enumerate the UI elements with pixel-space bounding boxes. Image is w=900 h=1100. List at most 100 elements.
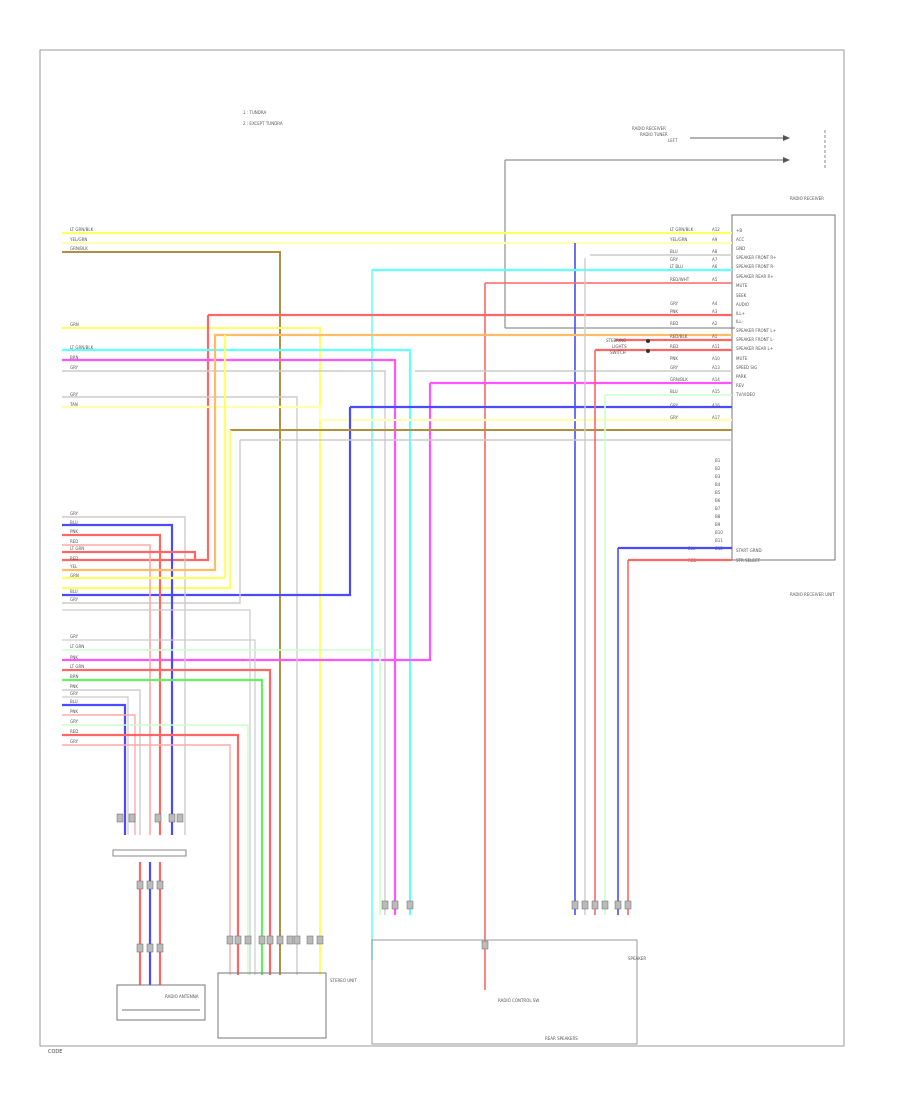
left-lower-label-2: PNK (70, 529, 78, 534)
connector-pin-24 (571, 900, 579, 910)
connector-pin-27 (601, 900, 609, 910)
wire-12 (62, 348, 412, 915)
right-pin-7: A3 (712, 309, 718, 314)
left-label-5: BRN (70, 355, 79, 360)
left-bottom-label-7: BLU (70, 699, 78, 704)
right-pin-16: A17 (712, 415, 720, 420)
left-label-7: GRY (70, 392, 79, 397)
lower-pin-9: B10 (715, 530, 723, 535)
connector-pin-8 (136, 943, 144, 953)
left-bottom-label-6: GRY (70, 691, 79, 696)
left-label-8: TAN (69, 402, 78, 407)
right-wire-label-1: YEL/GRN (669, 237, 687, 242)
connector-label-10: ILL- (736, 319, 744, 324)
note-tundra: 1 : TUNDRA (243, 110, 266, 115)
connector-label-16: PARK (736, 374, 747, 379)
right-wire-label-2: BLU (670, 249, 678, 254)
lower-pin-4: B5 (715, 490, 721, 495)
lower-pin-7: B8 (715, 514, 721, 519)
right-pin-13: A14 (712, 377, 720, 382)
right-wire-label-12: GRY (670, 365, 679, 370)
connector-label-12: SPEAKER FRONT L- (736, 337, 775, 342)
right-pin-8: A2 (712, 321, 718, 326)
left-bottom-label-5: PNK (70, 684, 78, 689)
connector-pin-2 (154, 813, 162, 823)
wire-25 (62, 440, 241, 604)
right-wire-label-14: BLU (670, 389, 678, 394)
wire-47 (62, 724, 249, 975)
connector-pin-0 (116, 813, 124, 823)
lower-connector-label-0: START GRND (736, 548, 762, 553)
wire-48 (62, 733, 240, 975)
radio-control-box (371, 939, 638, 1045)
connector-label-17: REV (736, 383, 744, 388)
connector-pin-1 (128, 813, 136, 823)
connector-pin-4 (176, 813, 184, 823)
lights-node (646, 349, 650, 353)
rear-speakers-label: REAR SPEAKERS (545, 1036, 578, 1041)
right-wire-label-6: GRY (670, 301, 679, 306)
left-lower-label-6: YEL (69, 564, 78, 569)
right-wire-label-0: LT GRN/BLK (670, 227, 694, 232)
connector-pin-30 (481, 940, 489, 950)
lights-label: LIGHTS (612, 344, 627, 349)
connector-pin-17 (286, 935, 294, 945)
top-right-region: RADIO RECEIVER RADIO TUNER LEFT RADIO RE… (504, 126, 826, 329)
wire-32 (62, 523, 174, 835)
right-connector (731, 214, 836, 561)
wire-39 (62, 639, 256, 975)
wire-11 (62, 315, 210, 562)
connector-pin-19 (306, 935, 314, 945)
connector-pin-3 (168, 813, 176, 823)
wire-17 (62, 383, 432, 662)
right-pin-1: A9 (712, 237, 718, 242)
wire-19 (62, 405, 732, 422)
connector-pin-22 (391, 900, 399, 910)
right-pin-10: A11 (712, 344, 720, 349)
right-wire-label-4: LT BLU (670, 264, 683, 269)
right-wire-label-5: RED/WHT (670, 277, 690, 282)
wire-13 (62, 358, 397, 915)
connector-pin-20 (316, 935, 324, 945)
connector-pin-5 (136, 880, 144, 890)
speaker-label: SPEAKER (628, 956, 646, 961)
connector-pin-10 (156, 943, 164, 953)
wire-18 (62, 396, 298, 975)
lower-connector-label-1: STR SELECT (736, 558, 761, 563)
connector-label-14: MUTE (736, 356, 748, 361)
connector-pin-26 (591, 900, 599, 910)
radio-control-label: RADIO CONTROL SW (498, 998, 539, 1003)
top-ref-a: RADIO RECEIVER (632, 126, 666, 131)
small-connector-box (112, 849, 187, 857)
switch-label: SWITCH (610, 350, 626, 355)
left-label-1: YEL/GRN (69, 237, 87, 242)
steering-label: STEERING (606, 338, 626, 343)
connector-label-2: GND (736, 246, 745, 251)
wire-46 (62, 714, 136, 835)
right-wire-label-15: GRY (670, 403, 679, 408)
right-pin-9: A1 (712, 334, 718, 339)
lower-pin-1: B2 (715, 466, 721, 471)
radio-antenna-label: RADIO ANTENNA (165, 994, 199, 999)
right-pin-14: A15 (712, 389, 720, 394)
right-wire-label-11: PNK (670, 356, 678, 361)
lower-pin-10: B11 (715, 538, 723, 543)
wire-37 (62, 335, 227, 580)
footer-code: CODE (48, 1049, 62, 1055)
right-pin-11: A10 (712, 356, 720, 361)
wire-41 (62, 668, 272, 975)
left-label-3: GRN (70, 322, 79, 327)
connector-label-7: SEEK (736, 293, 747, 298)
right-wire-label-13: GRN/BLK (670, 377, 688, 382)
wire-2 (62, 251, 281, 975)
left-label-6: GRY (70, 365, 79, 370)
connector-label-1: ACC (736, 237, 744, 242)
right-pin-0: A12 (712, 227, 720, 232)
connector-label-15: SPEED SIG (736, 365, 757, 370)
stereo-unit-label: STEREO UNIT (330, 978, 357, 983)
connector-label-0: +B (736, 228, 742, 233)
wire-44 (62, 696, 129, 835)
connector-pin-28 (614, 900, 622, 910)
